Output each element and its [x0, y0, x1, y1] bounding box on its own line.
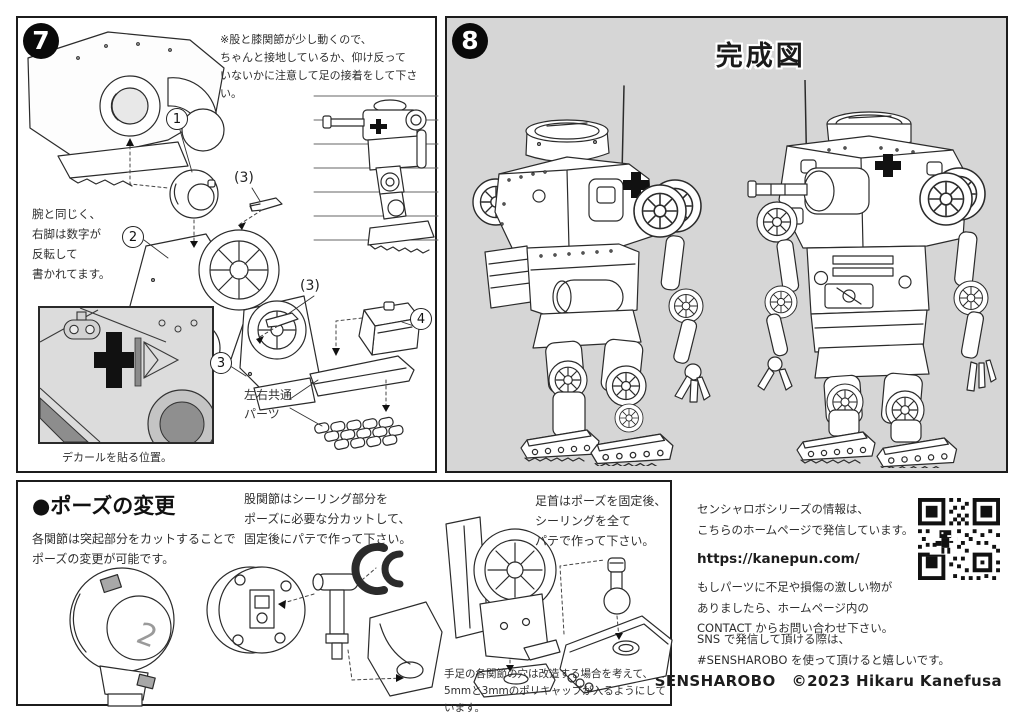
decal-caption: デカールを貼る位置。	[62, 451, 172, 464]
callout-1: 1	[166, 108, 188, 130]
hip-ball-part	[169, 169, 219, 219]
step8-panel: 8 完成図	[445, 16, 1008, 473]
sns-note: SNS で発信して頂ける際は、 #SENSHAROBO を使って頂けると嬉しいで…	[697, 632, 950, 667]
pose-change-panel: ●ポーズの変更 各関節は突起部分をカットすることで ポーズの変更が可能です。 股…	[16, 480, 673, 714]
copyright-text: ©2023 Hikaru Kanefusa	[791, 672, 1002, 690]
part-count-label-a: (3)	[234, 170, 254, 186]
finished-view-title: 完成図	[715, 41, 806, 72]
cross-decal	[94, 332, 134, 388]
hip-joint-note: 股関節はシーリング部分を ポーズに必要な分カットして、 固定後にパテで作って下さ…	[244, 492, 412, 546]
brand-name: SENSHAROBO	[654, 672, 776, 690]
foot-part	[358, 301, 421, 356]
part-count-label-b: (3)	[300, 278, 320, 294]
callout-2: 2	[122, 226, 144, 248]
pose-intro-note: 各関節は突起部分をカットすることで ポーズの変更が可能です。	[32, 532, 236, 566]
mini-robot-side-view	[322, 99, 435, 254]
assembly-arrows	[126, 138, 390, 412]
step7-caution-note: ※股と膝関節が少し動くので、 ちゃんと接地しているか、仰け反って いないかに注意…	[220, 33, 418, 101]
ball-joint-part	[69, 567, 175, 707]
step7-number-badge: 7	[23, 23, 59, 59]
contact-note: もしパーツに不足や損傷の激しい物が ありましたら、ホームページ内の CONTAC…	[697, 580, 894, 636]
ankle-assembly: 2	[132, 516, 673, 698]
hip-joint-assembly	[206, 543, 443, 697]
step7-mirror-note: 腕と同じく、 右脚は数字が 反転して 書かれてます。	[32, 207, 111, 282]
homepage-url: https://kanepun.com/	[697, 551, 860, 567]
dinosaur-icon	[932, 530, 954, 554]
common-parts-note: 左右共通 パーツ	[244, 388, 293, 421]
assembly-guides	[129, 139, 387, 411]
callout-4: 4	[410, 308, 432, 330]
finished-robot-rear-view	[747, 80, 997, 468]
finished-robot-front-view	[472, 85, 711, 466]
callout-3: 3	[210, 352, 232, 374]
cross-decal	[623, 172, 649, 198]
pose-arrows	[278, 600, 623, 682]
decal-position-illustration	[40, 308, 212, 442]
series-info-note: センシャロボシリーズの情報は、 こちらのホームページで発信しています。	[697, 502, 914, 537]
qr-code	[918, 498, 1000, 580]
pelvis-assembly	[27, 31, 225, 187]
callout-leaders	[143, 129, 415, 427]
track-parts	[309, 355, 415, 450]
step8-number-badge: 8	[452, 23, 488, 59]
step7-panel: 7 ※股と膝関節が少し動くので、 ちゃんと接地しているか、仰け反って いないかに…	[16, 16, 439, 473]
pose-section-title: ●ポーズの変更	[32, 494, 176, 518]
cross-decal	[875, 154, 901, 177]
pose-change-illustration: 2	[69, 516, 673, 707]
ankle-note: 足首はポーズを固定後、 シーリングを全て パテで作って下さい。	[535, 494, 667, 548]
brand-copyright-line: SENSHAROBO ©2023 Hikaru Kanefusa	[655, 672, 1002, 690]
decal-position-inset	[38, 306, 214, 444]
polycap-note: 手足の各関節の穴は改造する場合を考えて、 5mmと3mmのポリキャップが入るよう…	[444, 668, 666, 714]
wedge-part-a	[249, 197, 283, 212]
